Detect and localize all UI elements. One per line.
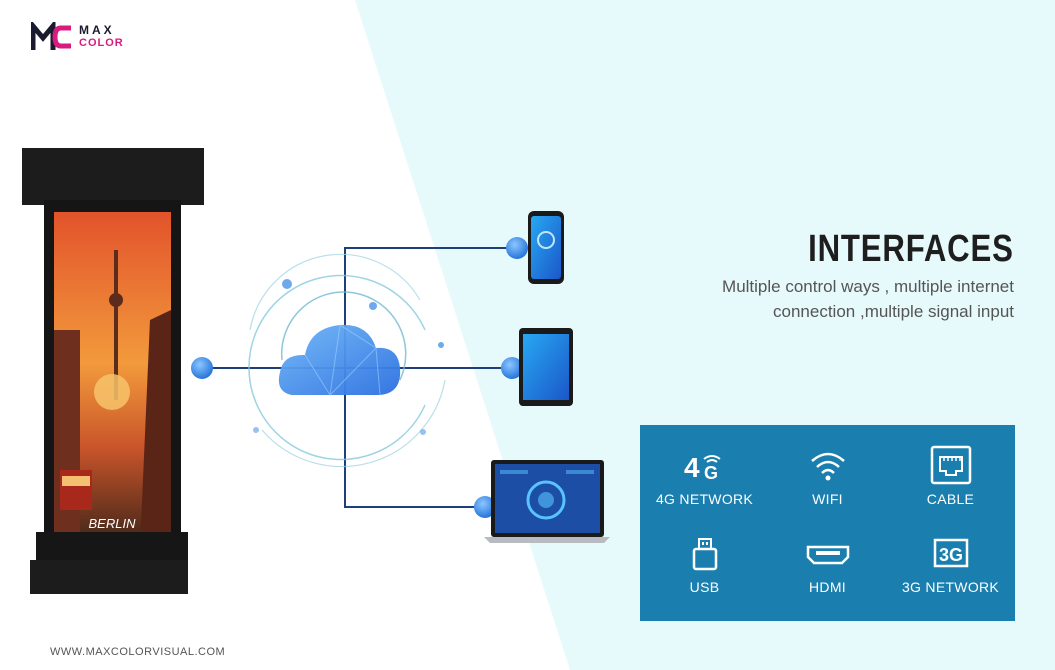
smartphone-icon (528, 211, 564, 284)
wifi-icon (810, 452, 845, 481)
website-url: WWW.MAXCOLORVISUAL.COM (50, 646, 226, 658)
connection-nodes (191, 237, 528, 518)
interface-label: CABLE (926, 491, 975, 507)
usb-icon (692, 538, 717, 571)
interface-label: 4G NETWORK (655, 491, 754, 507)
logo-mark-icon (31, 22, 71, 50)
interface-label: WIFI (812, 491, 843, 507)
laptop-icon (484, 460, 610, 543)
4g-icon-number: 4 (684, 452, 700, 483)
interface-usb: USB (642, 537, 767, 627)
3g-icon-text: 3G (938, 545, 962, 565)
page-subtitle: Multiple control ways , multiple interne… (722, 277, 1014, 321)
kiosk-node (191, 357, 213, 379)
brand-name: MAX COLOR (79, 24, 124, 50)
tablet-node (501, 357, 523, 379)
brand-line2: COLOR (79, 37, 124, 49)
ethernet-port-icon (930, 445, 971, 485)
tablet-icon (519, 328, 573, 406)
cloud-icon (278, 324, 401, 397)
cloud-orbits (248, 253, 446, 468)
kiosk-display: BERLIN (22, 148, 204, 594)
phone-node (506, 237, 528, 259)
interface-cable: CABLE (888, 445, 1013, 535)
interface-3g: 3G 3G NETWORK (888, 537, 1013, 627)
laptop-node (474, 496, 496, 518)
interface-label: USB (689, 579, 720, 595)
interface-4g: 4 G 4G NETWORK (642, 449, 767, 539)
interfaces-panel: 4 G 4G NETWORK WIFI CABLE USB (640, 425, 1015, 621)
brand-line1: MAX (79, 23, 115, 37)
hdmi-icon (806, 545, 849, 565)
interface-wifi: WIFI (765, 449, 890, 539)
interface-hdmi: HDMI (765, 537, 890, 627)
interface-label: HDMI (809, 579, 846, 595)
4g-icon: 4 G (684, 452, 721, 483)
page-title: INTERFACES (808, 228, 1014, 270)
3g-icon: 3G (933, 538, 968, 568)
interface-label: 3G NETWORK (901, 579, 1000, 595)
4g-icon-letter: G (704, 463, 718, 483)
kiosk-screen-text: BERLIN (89, 516, 137, 531)
brand-logo: MAX COLOR (31, 22, 124, 52)
